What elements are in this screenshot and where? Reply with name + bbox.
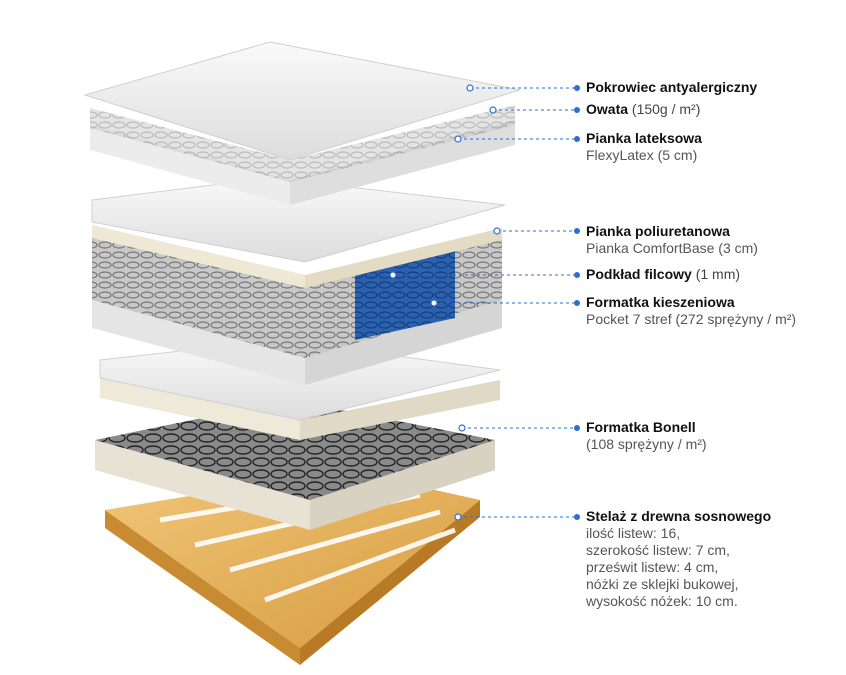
label-detail: (1 mm) [695, 266, 741, 282]
wooden-frame-layer [105, 470, 480, 665]
callout-lines [393, 87, 575, 518]
label-wadding: Owata (150g / m²) [586, 101, 700, 118]
frame-detail-line: nóżki ze sklejki bukowej, [586, 576, 739, 592]
frame-detail-line: wysokość nóżek: 10 cm. [586, 593, 738, 609]
label-title: Stelaż z drewna sosnowego [586, 508, 772, 524]
pocket-spring-layer [91, 177, 506, 385]
frame-detail-line: prześwit listew: 4 cm, [586, 559, 719, 575]
callout-label-dots [574, 85, 580, 520]
label-detail: (108 sprężyny / m²) [586, 436, 707, 452]
callout-anchor-dots [389, 84, 501, 521]
label-title: Formatka Bonell [586, 419, 696, 435]
label-title: Podkład filcowy [586, 266, 692, 282]
label-title: Formatka kieszeniowa [586, 294, 735, 310]
label-cover: Pokrowiec antyalergiczny [586, 79, 757, 96]
top-cover-layer [83, 41, 521, 205]
frame-detail-line: ilość listew: 16, [586, 525, 681, 541]
label-title: Pokrowiec antyalergiczny [586, 79, 758, 95]
label-title: Owata [586, 101, 629, 117]
label-frame: Stelaż z drewna sosnowego ilość listew: … [586, 508, 771, 610]
label-title: Pianka lateksowa [586, 130, 702, 146]
label-detail: Pocket 7 stref (272 sprężyny / m²) [586, 311, 797, 327]
label-detail: (150g / m²) [631, 101, 701, 117]
label-felt: Podkład filcowy (1 mm) [586, 266, 740, 283]
frame-detail-line: szerokość listew: 7 cm, [586, 542, 730, 558]
label-detail: Pianka ComfortBase (3 cm) [586, 240, 758, 256]
label-bonell: Formatka Bonell(108 sprężyny / m²) [586, 419, 707, 453]
label-title: Pianka poliuretanowa [586, 223, 730, 239]
label-detail: FlexyLatex (5 cm) [586, 147, 698, 163]
